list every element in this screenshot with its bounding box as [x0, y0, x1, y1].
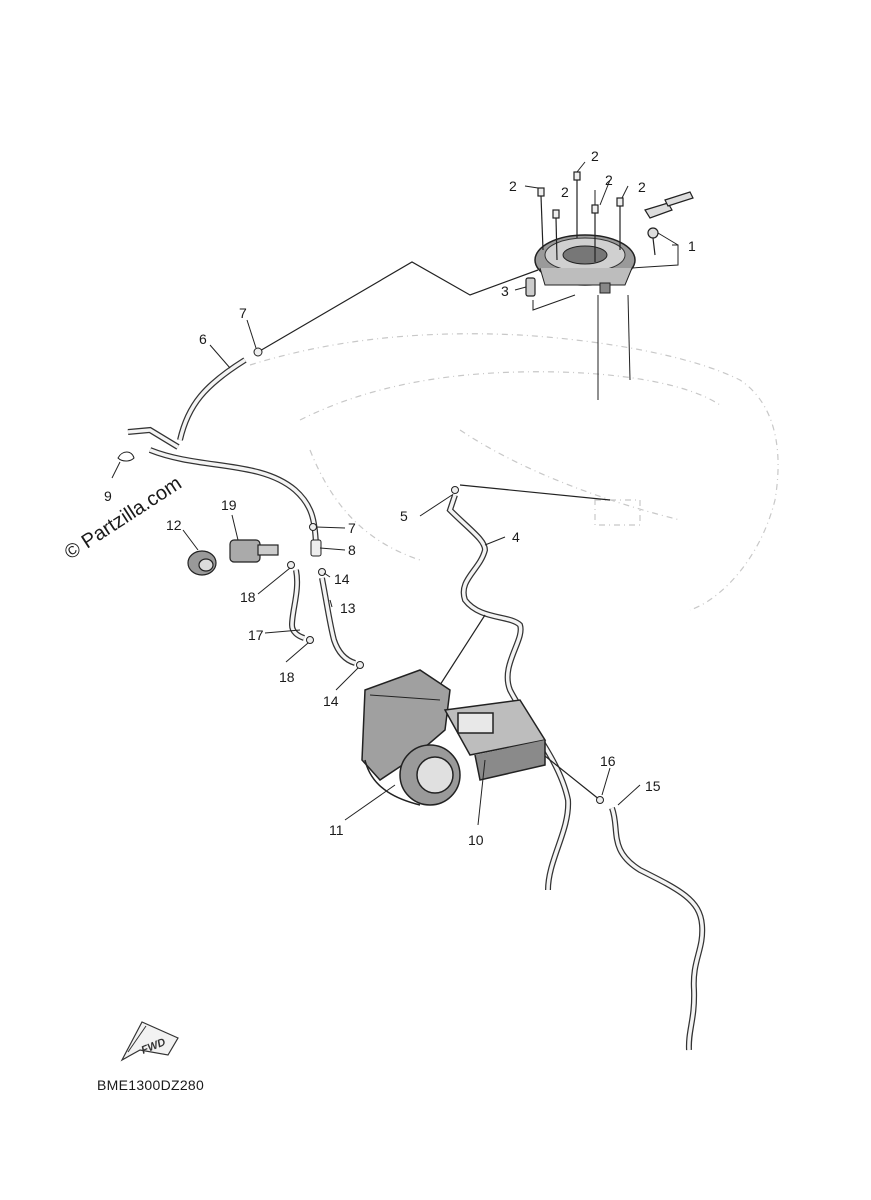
hose-clip-icons: [253, 347, 604, 804]
callout-2: 2: [638, 179, 646, 195]
callout-7: 7: [348, 520, 356, 536]
callout-13: 13: [340, 600, 356, 616]
callout-14: 14: [323, 693, 339, 709]
callout-14: 14: [334, 571, 350, 587]
callout-15: 15: [645, 778, 661, 794]
callout-8: 8: [348, 542, 356, 558]
callout-2: 2: [605, 172, 613, 188]
callout-2: 2: [561, 184, 569, 200]
fuel-cap-assembly: [534, 234, 636, 400]
callout-16: 16: [600, 753, 616, 769]
callout-5: 5: [400, 508, 408, 524]
callout-7: 7: [239, 305, 247, 321]
fwd-arrow-icon: FWD: [120, 1021, 179, 1062]
callout-2: 2: [509, 178, 517, 194]
callout-11: 11: [329, 822, 344, 838]
tank-phantom-outline: [249, 333, 779, 611]
callout-6: 6: [199, 331, 207, 347]
callout-2: 2: [591, 148, 599, 164]
key-icon: [644, 191, 694, 256]
callout-18: 18: [279, 669, 295, 685]
callout-1: 1: [688, 238, 696, 254]
callout-17: 17: [248, 627, 264, 643]
clamp-icon: [117, 451, 135, 462]
diagram-reference-code: BME1300DZ280: [97, 1077, 205, 1093]
callout-12: 12: [166, 517, 182, 533]
leader-lines: [111, 161, 679, 826]
connector-part-12: [187, 550, 217, 576]
callout-3: 3: [501, 283, 509, 299]
connector-part-19: [229, 539, 279, 563]
callout-18: 18: [240, 589, 256, 605]
callout-labels: 1 2 2 2 2 2 3 4 5 6 7 7 8 9 10 11 12 13 …: [104, 148, 696, 848]
breather-hose-lines: [127, 261, 706, 1051]
callout-19: 19: [221, 497, 237, 513]
callout-4: 4: [512, 529, 520, 545]
washer-icon: [525, 277, 536, 297]
callout-9: 9: [104, 488, 112, 504]
bracket-part-10: [443, 699, 547, 781]
callout-10: 10: [468, 832, 484, 848]
canister-part-11: [361, 669, 461, 806]
